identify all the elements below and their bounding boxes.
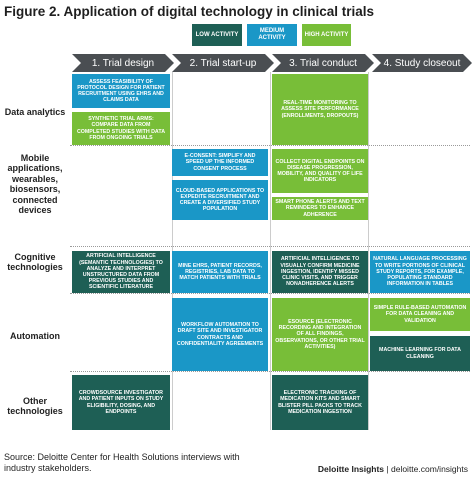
cell-smartphone-alerts: SMART PHONE ALERTS AND TEXT REMINDERS TO…	[272, 197, 368, 220]
credit-line: Deloitte Insights | deloitte.com/insight…	[318, 464, 468, 474]
column-divider	[270, 72, 271, 430]
cell-rule-based-automation: SIMPLE RULE-BASED AUTOMATION FOR DATA CL…	[370, 298, 470, 331]
cell-collect-digital-endpoints: COLLECT DIGITAL ENDPOINTS ON DISEASE PRO…	[272, 149, 368, 193]
row-separator	[70, 371, 470, 372]
credit-url[interactable]: deloitte.com/insights	[390, 464, 468, 474]
cell-natural-language-processing: NATURAL LANGUAGE PROCESSING TO WRITE POR…	[370, 251, 470, 293]
row-label-cognitive-technologies: Cognitive technologies	[7, 251, 63, 273]
phase-trial-conduct: 3. Trial conduct	[272, 54, 374, 72]
row-separator	[70, 293, 470, 294]
credit-separator: |	[384, 464, 391, 474]
legend-low-activity: LOW ACTIVITY	[192, 24, 242, 46]
cell-workflow-automation: WORKFLOW AUTOMATION TO DRAFT SITE AND IN…	[172, 298, 268, 371]
row-label-mobile-applications: Mobile applications, wearables, biosenso…	[7, 152, 63, 216]
cell-esource: ESOURCE (ELECTRONIC RECORDING AND INTEGR…	[272, 298, 368, 371]
cell-machine-learning: MACHINE LEARNING FOR DATA CLEANING	[370, 336, 470, 371]
legend-high-activity: HIGH ACTIVITY	[302, 24, 351, 46]
cell-electronic-tracking: ELECTRONIC TRACKING OF MEDICATION KITS A…	[272, 375, 368, 430]
row-label-automation: Automation	[10, 330, 60, 341]
cell-cloud-applications: CLOUD-BASED APPLICATIONS TO EXPEDITE REC…	[172, 180, 268, 220]
figure-title: Figure 2. Application of digital technol…	[4, 4, 375, 19]
legend-medium-activity: MEDIUM ACTIVITY	[247, 24, 297, 46]
cell-mine-ehrs: MINE EHRS, PATIENT RECORDS, REGISTRIES, …	[172, 251, 268, 293]
cell-ai-visual-confirmation: ARTIFICIAL INTELLIGENCE TO VISUALLY CONF…	[272, 251, 368, 293]
source-note: Source: Deloitte Center for Health Solut…	[4, 452, 240, 473]
row-label-other-technologies: Other technologies	[7, 395, 63, 417]
phase-trial-start-up: 2. Trial start-up	[172, 54, 274, 72]
row-label-data-analytics: Data analytics	[4, 106, 66, 117]
cell-assess-feasibility: ASSESS FEASIBILITY OF PROTOCOL DESIGN FO…	[72, 74, 170, 108]
cell-realtime-monitoring: REAL-TIME MONITORING TO ASSESS SITE PERF…	[272, 74, 368, 145]
phase-study-closeout: 4. Study closeout	[372, 54, 472, 72]
cell-crowdsource: CROWDSOURCE INVESTIGATOR AND PATIENT INP…	[72, 375, 170, 430]
column-divider	[368, 72, 369, 430]
brand-name: Deloitte Insights	[317, 464, 385, 474]
cell-synthetic-trial-arms: SYNTHETIC TRIAL ARMS: COMPARE DATA FROM …	[72, 112, 170, 145]
row-separator	[70, 145, 470, 146]
row-separator	[70, 246, 470, 247]
cell-e-consent: E-CONSENT: SIMPLIFY AND SPEED UP THE INF…	[172, 149, 268, 176]
phase-trial-design: 1. Trial design	[72, 54, 174, 72]
cell-ai-semantic: ARTIFICIAL INTELLIGENCE (SEMANTIC TECHNO…	[72, 251, 170, 293]
